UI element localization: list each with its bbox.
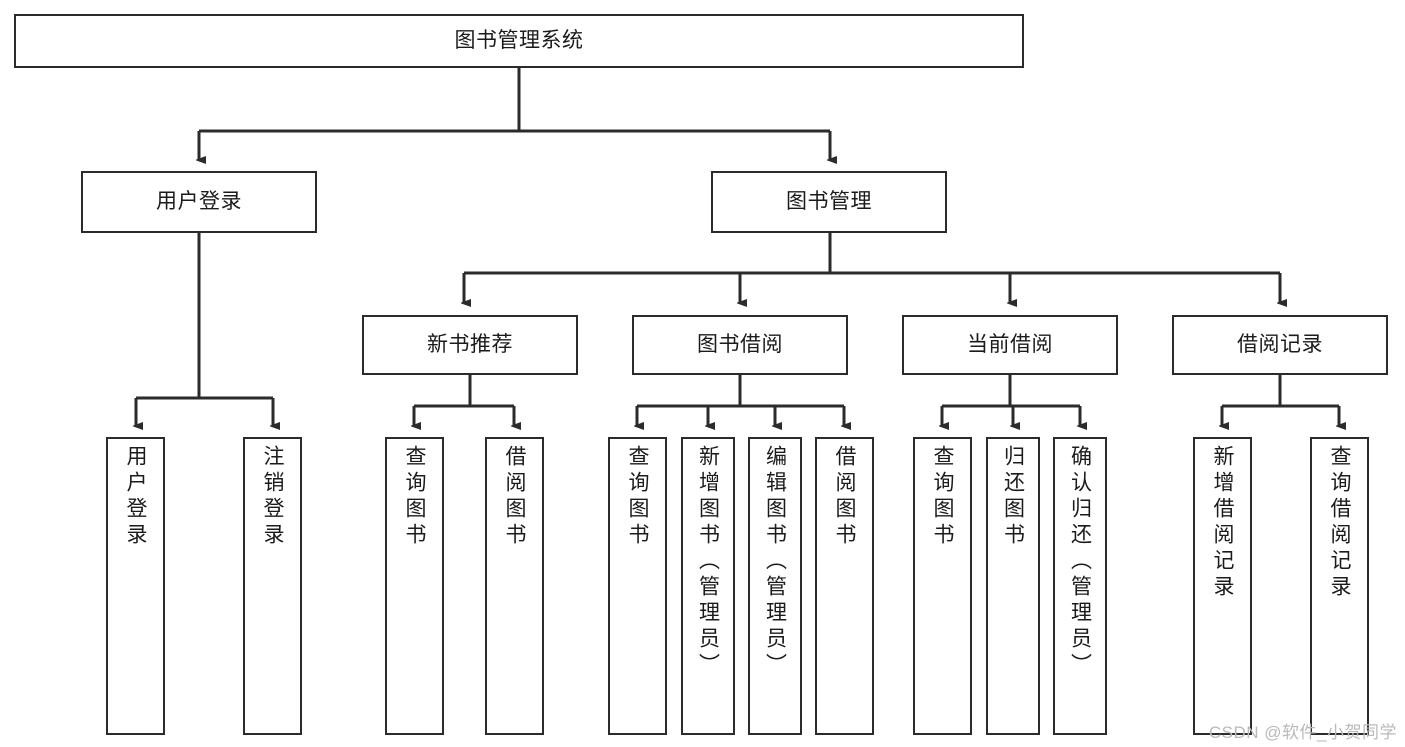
node-root[interactable]: 图书管理系统: [14, 14, 1024, 68]
node-leaf-edit-book-admin[interactable]: 编辑图书（管理员）: [748, 437, 802, 735]
node-book-borrow[interactable]: 图书借阅: [632, 315, 848, 375]
node-current-borrow[interactable]: 当前借阅: [902, 315, 1118, 375]
node-leaf-add-book-admin-label: 新增图书（管理员）: [696, 445, 720, 679]
node-leaf-confirm-return-admin-label: 确认归还（管理员）: [1068, 445, 1092, 679]
node-leaf-user-login-label: 用户登录: [124, 445, 147, 549]
node-leaf-borrow-book-borrow[interactable]: 借阅图书: [815, 437, 874, 735]
node-leaf-return-book-label: 归还图书: [1001, 445, 1025, 549]
node-root-label: 图书管理系统: [454, 29, 584, 53]
node-leaf-borrow-book-rec-label: 借阅图书: [503, 445, 526, 549]
node-book-manage[interactable]: 图书管理: [711, 171, 947, 233]
node-leaf-return-book[interactable]: 归还图书: [986, 437, 1040, 735]
node-leaf-borrow-book-borrow-label: 借阅图书: [833, 445, 856, 549]
node-leaf-add-borrow-record-label: 新增借阅记录: [1211, 445, 1234, 601]
csdn-watermark: CSDN @软件_小贺同学: [1208, 723, 1397, 742]
node-leaf-query-book-borrow-label: 查询图书: [626, 445, 649, 549]
node-new-book-recommend-label: 新书推荐: [427, 333, 513, 357]
node-leaf-query-book-rec[interactable]: 查询图书: [385, 437, 444, 735]
node-leaf-add-borrow-record[interactable]: 新增借阅记录: [1193, 437, 1252, 735]
node-book-borrow-label: 图书借阅: [697, 333, 783, 357]
node-current-borrow-label: 当前借阅: [967, 333, 1053, 357]
node-leaf-add-book-admin[interactable]: 新增图书（管理员）: [681, 437, 735, 735]
node-book-manage-label: 图书管理: [786, 190, 872, 214]
node-leaf-query-borrow-record[interactable]: 查询借阅记录: [1310, 437, 1369, 735]
node-new-book-recommend[interactable]: 新书推荐: [362, 315, 578, 375]
node-leaf-user-login[interactable]: 用户登录: [106, 437, 165, 735]
node-leaf-logout-label: 注销登录: [261, 445, 284, 549]
node-user-login-label: 用户登录: [156, 190, 242, 214]
node-leaf-query-book-rec-label: 查询图书: [403, 445, 426, 549]
node-leaf-confirm-return-admin[interactable]: 确认归还（管理员）: [1053, 437, 1107, 735]
node-leaf-borrow-book-rec[interactable]: 借阅图书: [485, 437, 544, 735]
node-leaf-query-borrow-record-label: 查询借阅记录: [1328, 445, 1351, 601]
node-borrow-record-label: 借阅记录: [1237, 333, 1323, 357]
node-borrow-record[interactable]: 借阅记录: [1172, 315, 1388, 375]
node-leaf-edit-book-admin-label: 编辑图书（管理员）: [763, 445, 787, 679]
node-leaf-logout[interactable]: 注销登录: [243, 437, 302, 735]
node-leaf-query-book-borrow[interactable]: 查询图书: [608, 437, 667, 735]
node-leaf-query-book-current[interactable]: 查询图书: [913, 437, 972, 735]
node-user-login[interactable]: 用户登录: [81, 171, 317, 233]
node-leaf-query-book-current-label: 查询图书: [931, 445, 954, 549]
